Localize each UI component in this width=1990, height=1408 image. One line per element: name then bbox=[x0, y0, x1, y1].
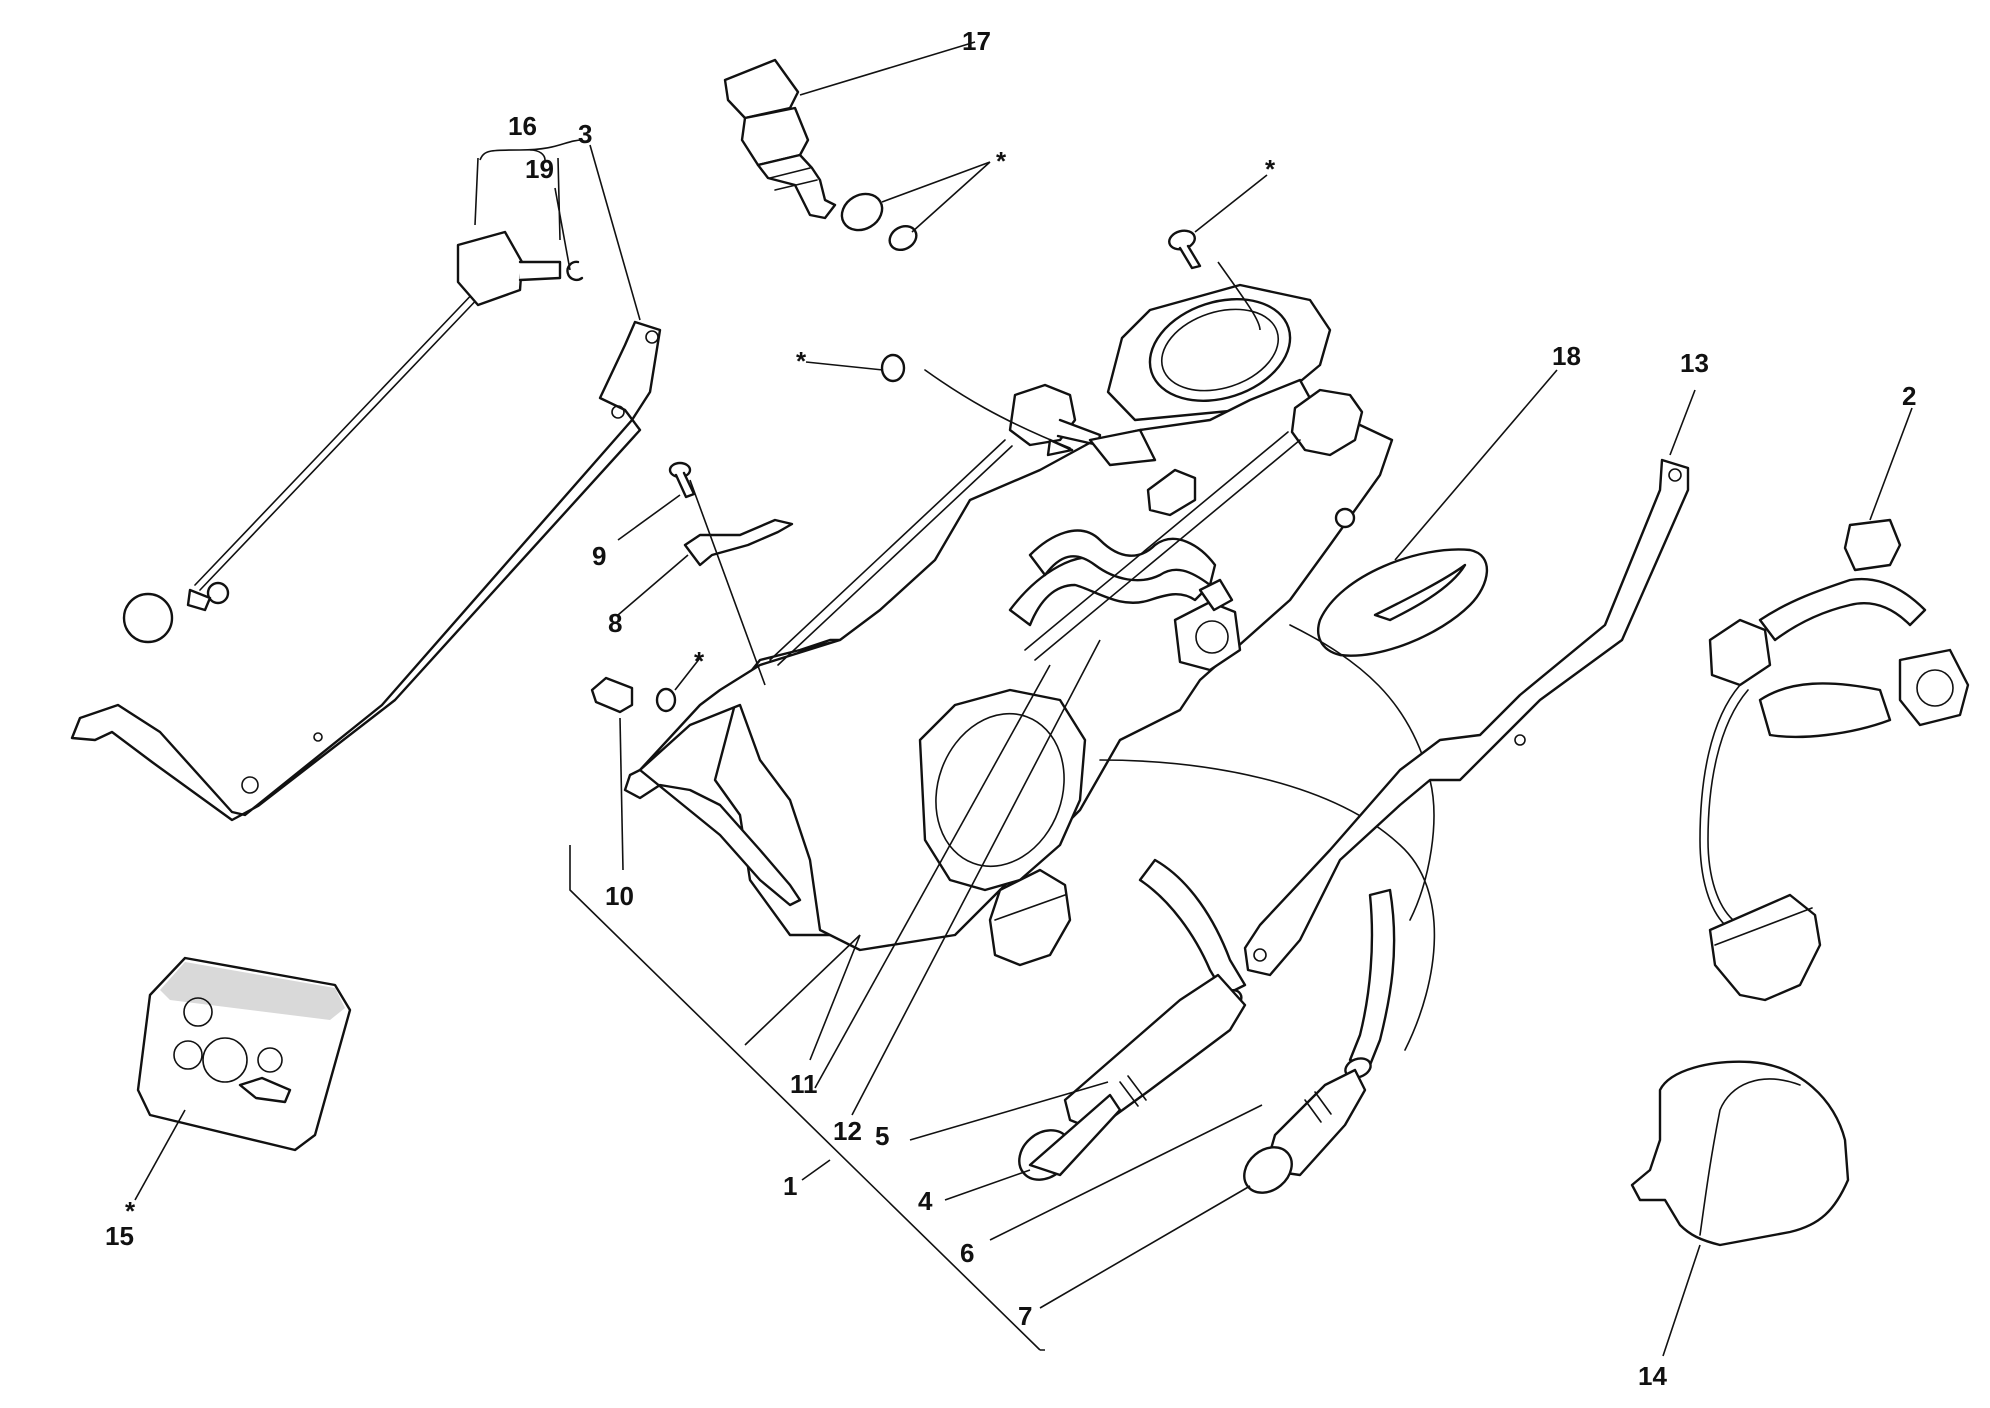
callout-13: 13 bbox=[1680, 348, 1709, 378]
callout-2: 2 bbox=[1902, 381, 1916, 411]
callout-star-oring: * bbox=[796, 346, 807, 376]
guide-arc-lower bbox=[1099, 759, 1436, 1051]
leader-lines bbox=[134, 41, 1913, 1357]
callout-8: 8 bbox=[608, 608, 622, 638]
callout-star-kit: * bbox=[125, 1196, 136, 1226]
callout-6: 6 bbox=[960, 1238, 974, 1268]
part-13-bracket bbox=[1243, 458, 1690, 977]
callout-18: 18 bbox=[1552, 341, 1581, 371]
callout-4: 4 bbox=[918, 1186, 933, 1216]
part-14-cover-rim bbox=[1699, 1078, 1801, 1236]
part-18-rubber-sheet bbox=[1317, 548, 1489, 657]
callout-star-washer: * bbox=[694, 646, 705, 676]
callout-19: 19 bbox=[525, 154, 554, 184]
callout-3: 3 bbox=[578, 119, 592, 149]
washer-10 bbox=[655, 687, 677, 713]
part-3-bracket bbox=[70, 320, 662, 822]
callout-star-injector: * bbox=[996, 146, 1007, 176]
part-1-throttle-body bbox=[623, 283, 1394, 967]
part-10-screw bbox=[590, 676, 634, 714]
callout-16: 16 bbox=[508, 111, 537, 141]
part-19-clip bbox=[566, 260, 584, 282]
callout-star-screw: * bbox=[1265, 154, 1276, 184]
part-6-7-hose-right bbox=[1243, 888, 1396, 1194]
part-2-wiring-harness bbox=[1699, 518, 1970, 1002]
callout-1: 1 bbox=[783, 1171, 797, 1201]
callout-labels: 17 * * 16 3 19 * 18 13 2 9 8 * 10 11 12 … bbox=[105, 26, 1916, 1391]
callout-11: 11 bbox=[790, 1069, 818, 1099]
part-14-cover bbox=[1630, 1060, 1850, 1247]
callout-15: 15 bbox=[105, 1221, 134, 1251]
part-15-gasket-kit bbox=[136, 956, 352, 1152]
screw-top bbox=[1168, 229, 1202, 270]
callout-5: 5 bbox=[875, 1121, 889, 1151]
callout-7: 7 bbox=[1018, 1301, 1032, 1331]
assembly-arrow-head bbox=[1046, 438, 1074, 457]
part-8-plate bbox=[683, 518, 794, 567]
part-9-screw bbox=[668, 461, 696, 499]
part-16-cable-assembly bbox=[122, 230, 562, 644]
part-17-injector bbox=[723, 58, 918, 252]
callout-14: 14 bbox=[1638, 1361, 1667, 1391]
callout-9: 9 bbox=[592, 541, 606, 571]
o-ring-upper bbox=[880, 353, 906, 383]
assembly-arrow bbox=[924, 369, 1071, 449]
part-4-5-hose-left bbox=[1018, 858, 1247, 1181]
callout-17: 17 bbox=[962, 26, 991, 56]
callout-12: 12 bbox=[833, 1116, 862, 1146]
callout-10: 10 bbox=[605, 881, 634, 911]
